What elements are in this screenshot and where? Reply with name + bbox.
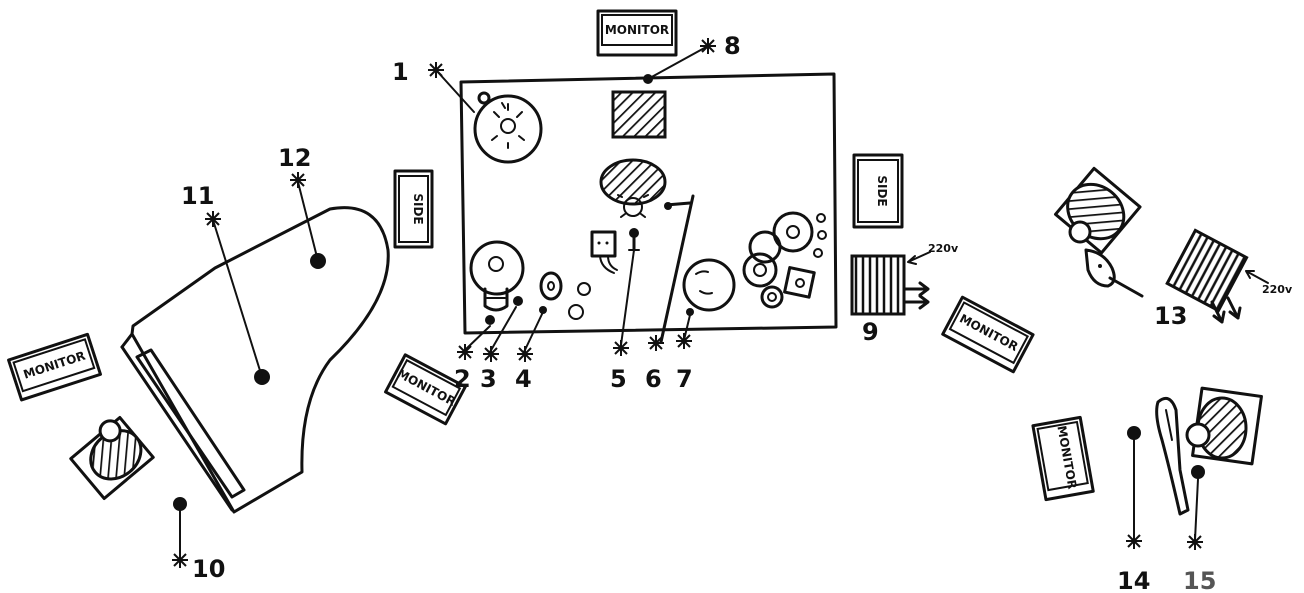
label-1: 1 (392, 58, 409, 86)
drum-riser (459, 72, 838, 344)
label-13: 13 (1154, 302, 1187, 330)
leader-lines (179, 45, 1199, 557)
label-12: 12 (278, 144, 311, 172)
mic-2 (485, 315, 495, 325)
amp-13-cables: 220v (1210, 270, 1293, 324)
grand-piano (120, 206, 390, 514)
mic-14 (1127, 426, 1141, 440)
mic-10 (173, 497, 187, 511)
mic-7 (686, 308, 694, 316)
label-10: 10 (192, 555, 225, 583)
monitor-piano: MONITOR (7, 332, 102, 402)
label-14: 14 (1117, 567, 1150, 593)
label-15: 15 (1183, 567, 1216, 593)
ride-cymbal (473, 91, 543, 164)
label-2: 2 (454, 365, 471, 393)
mic-15 (1191, 465, 1205, 479)
percussion-cluster (742, 211, 827, 309)
mic-stand-6 (659, 194, 695, 344)
mic-5 (628, 228, 640, 252)
amp-box (611, 90, 667, 139)
voltage-label-13: 220v (1262, 283, 1293, 296)
drum-throne (599, 158, 667, 218)
label-6: 6 (645, 365, 662, 393)
voltage-label-9: 220v (928, 242, 959, 255)
side-label-right: SIDE (875, 175, 889, 206)
label-3: 3 (480, 365, 497, 393)
monitor-label-14: MONITOR (1054, 424, 1079, 490)
label-4: 4 (515, 365, 532, 393)
di-box (590, 230, 618, 274)
percussion-4 (539, 271, 591, 320)
label-7: 7 (676, 365, 693, 393)
amp-13 (1165, 228, 1249, 313)
monitor-riser-right: MONITOR (941, 295, 1035, 374)
label-9: 9 (862, 318, 879, 346)
floor-tom (469, 240, 525, 312)
mic-3 (513, 296, 523, 306)
bass-player-15 (1155, 386, 1263, 516)
side-fill-right: SIDE (852, 153, 904, 229)
side-label-left: SIDE (411, 193, 425, 224)
label-5: 5 (610, 365, 627, 393)
label-11: 11 (181, 182, 214, 210)
monitor-top: MONITOR (596, 9, 678, 57)
monitor-14: MONITOR (1031, 415, 1095, 502)
number-labels: 1 2 3 4 5 6 7 8 9 10 11 12 13 14 15 (181, 32, 1216, 593)
mic-8 (643, 74, 653, 84)
hihat-7 (682, 258, 736, 312)
side-fill-left: SIDE (393, 169, 434, 249)
guitar-player-13 (1054, 166, 1144, 298)
label-8: 8 (724, 32, 741, 60)
mic-4 (539, 306, 547, 314)
piano-player (69, 416, 155, 500)
power-box-9: 220v (850, 242, 959, 316)
monitor-label-top: MONITOR (605, 23, 669, 37)
